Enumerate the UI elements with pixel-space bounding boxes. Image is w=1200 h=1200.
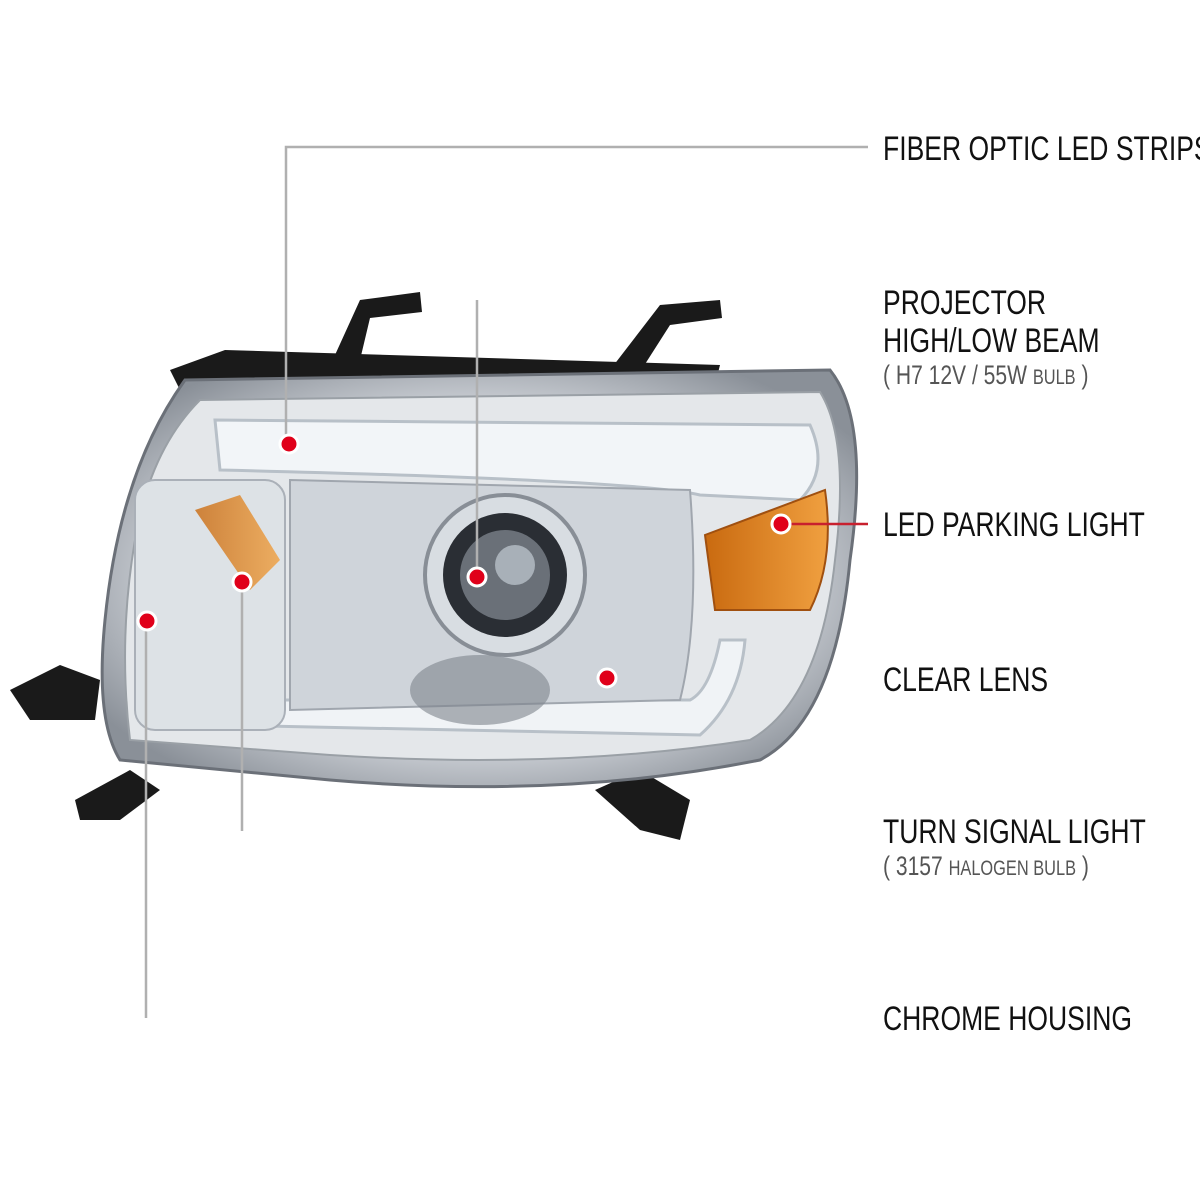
label-turn-signal: TURN SIGNAL LIGHT ( 3157 HALOGEN BULB ) [883,813,1146,884]
marker-fiber-optic [278,433,300,455]
callout-lines [144,145,868,1020]
label-fiber-optic: FIBER OPTIC LED STRIPS [883,130,1200,168]
callout-markers [136,433,792,689]
marker-projector [466,566,488,588]
label-clear-lens: CLEAR LENS [883,661,1049,699]
label-projector-line2: HIGH/LOW BEAM [883,322,1100,360]
label-projector: PROJECTOR HIGH/LOW BEAM ( H7 12V / 55W B… [883,284,1100,393]
marker-clear-lens [596,667,618,689]
label-projector-spec: ( H7 12V / 55W BULB ) [883,360,1100,393]
marker-turn-signal [231,571,253,593]
marker-chrome-housing [136,610,158,632]
spec-text: ( 3157 [883,851,949,881]
spec-small: BULB [1032,366,1076,389]
label-projector-line1: PROJECTOR [883,284,1047,322]
parking-light-shape [703,488,829,611]
label-turn-signal-title: TURN SIGNAL LIGHT [883,813,1146,851]
label-parking-light: LED PARKING LIGHT [883,506,1145,544]
label-chrome-housing: CHROME HOUSING [883,1000,1133,1038]
marker-parking-light [770,513,792,535]
spec-small: HALOGEN BULB [948,857,1077,880]
label-turn-signal-spec: ( 3157 HALOGEN BULB ) [883,851,1146,884]
spec-close: ) [1076,851,1089,881]
spec-text: ( H7 12V / 55W [883,360,1033,390]
spec-close: ) [1075,360,1089,390]
